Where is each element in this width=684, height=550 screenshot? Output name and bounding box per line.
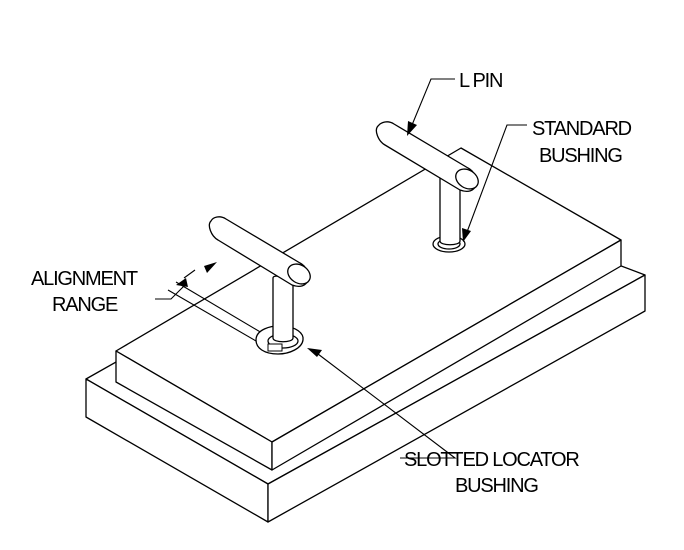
upper-plate-right-face bbox=[271, 239, 622, 471]
l-pin-left bbox=[208, 216, 311, 343]
label-l-pin: L PIN bbox=[459, 70, 502, 92]
alignment-range-lines bbox=[167, 281, 263, 342]
label-standard-bushing-line2: BUSHING bbox=[539, 145, 622, 167]
upper-plate bbox=[115, 147, 622, 471]
label-slotted-locator-line1: SLOTTED LOCATOR bbox=[404, 449, 579, 471]
l-pin-right bbox=[375, 121, 479, 246]
leader-slotted-locator bbox=[317, 353, 457, 459]
label-standard-bushing-line1: STANDARD bbox=[532, 118, 632, 140]
label-alignment-range-line1: ALIGNMENT bbox=[31, 268, 138, 290]
callout-leaders bbox=[155, 78, 527, 459]
label-slotted-locator-line2: BUSHING bbox=[455, 475, 538, 497]
leader-alignment-range bbox=[155, 285, 185, 300]
base-plate-right-face bbox=[267, 274, 646, 523]
leader-l-pin bbox=[411, 78, 455, 126]
callout-labels: L PIN STANDARD BUSHING ALIGNMENT RANGE S… bbox=[31, 70, 633, 497]
label-alignment-range-line2: RANGE bbox=[52, 294, 118, 316]
leader-standard-bushing bbox=[466, 124, 527, 233]
